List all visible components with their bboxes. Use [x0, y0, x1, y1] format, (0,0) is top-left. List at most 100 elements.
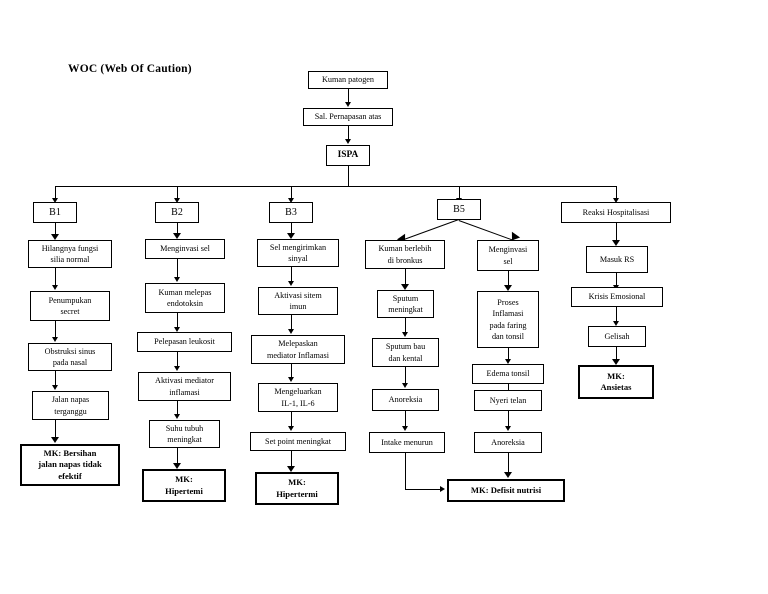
branch-header-b3[interactable]: B3: [269, 202, 313, 223]
node-b1-3[interactable]: Obstruksi sinus pada nasal: [28, 343, 112, 371]
outcome-b1-mk[interactable]: MK: Bersihan jalan napas tidak efektif: [20, 444, 120, 486]
arrowhead-kuman-to-saluran: [344, 102, 351, 107]
arrowhead-b2-5-to-mk: [172, 463, 181, 469]
arrowhead-hosp-2-to-3: [612, 321, 619, 326]
node-b5l-2[interactable]: Sputum meningkat: [377, 290, 434, 318]
node-b5r-3[interactable]: Edema tonsil: [472, 364, 544, 384]
node-b3-3[interactable]: Melepaskan mediator Inflamasi: [251, 335, 345, 364]
connector-b3-to-1: [291, 223, 292, 236]
connector-b5l-4-to-5: [405, 411, 406, 429]
node-b2-3[interactable]: Pelepasan leukosit: [137, 332, 232, 352]
node-b3-2[interactable]: Aktivasi sitem imun: [258, 287, 338, 315]
node-b1-1[interactable]: Hilangnya fungsi silia normal: [28, 240, 112, 268]
connector-hosp-2-to-3: [616, 307, 617, 324]
arrowhead-bus-to-hospitalisasi: [612, 198, 619, 203]
connector-bus-to-b5: [459, 186, 460, 200]
arrowhead-hosp-to-1: [611, 240, 620, 246]
arrowhead-b5l-4-to-5: [401, 426, 408, 431]
arrowhead-b2-4-to-5: [173, 414, 180, 419]
arrowhead-b3-2-to-3: [287, 329, 294, 334]
arrowhead-b1-3-to-4: [51, 385, 58, 390]
node-hosp-1[interactable]: Masuk RS: [586, 246, 648, 273]
connector-b1-2-to-3: [55, 321, 56, 340]
node-b5l-3[interactable]: Sputum bau dan kental: [372, 338, 439, 367]
page-title: WOC (Web Of Caution): [68, 63, 192, 75]
connector-b2-to-1: [177, 223, 178, 236]
node-b5l-5[interactable]: Intake menurun: [369, 432, 445, 453]
arrowhead-b5l-2-to-3: [401, 332, 408, 337]
branch-header-b1[interactable]: B1: [33, 202, 77, 223]
connector-b2-2-to-3: [177, 313, 178, 330]
arrowhead-b3-5-to-mk: [286, 466, 295, 472]
node-hosp-3[interactable]: Gelisah: [588, 326, 646, 347]
node-b3-5[interactable]: Set point meningkat: [250, 432, 346, 451]
arrowhead-bus-to-b1: [51, 198, 58, 203]
arrowhead-b3-3-to-4: [287, 377, 294, 382]
arrowhead-saluran-to-ispa: [344, 139, 351, 144]
connector-b5l-3-to-4: [405, 367, 406, 386]
connector-b3-4-to-5: [291, 412, 292, 429]
arrowhead-b2-to-1: [172, 233, 181, 239]
arrowhead-b5r-4-to-5: [504, 426, 511, 431]
node-b5r-2[interactable]: Proses Inflamasi pada faring dan tonsil: [477, 291, 539, 348]
node-ispa[interactable]: ISPA: [326, 145, 370, 166]
node-b1-4[interactable]: Jalan napas terganggu: [32, 391, 109, 420]
node-b5r-4[interactable]: Nyeri telan: [474, 390, 542, 411]
connector-b5-to-right: [458, 220, 516, 242]
node-hosp-2[interactable]: Krisis Emosional: [571, 287, 663, 307]
node-b3-1[interactable]: Sel mengirimkan sinyal: [257, 239, 339, 267]
node-b1-2[interactable]: Penumpukan secret: [30, 291, 110, 321]
node-b2-2[interactable]: Kuman melepas endotoksin: [145, 283, 225, 313]
connector-b5r-4-to-5: [508, 411, 509, 429]
node-b5r-1[interactable]: Menginvasi sel: [477, 240, 539, 271]
connector-b5l-1-to-2: [405, 269, 406, 287]
arrowhead-b5r-5-to-mk: [503, 472, 512, 478]
connector-b2-3-to-4: [177, 352, 178, 369]
outcome-hosp-mk[interactable]: MK: Ansietas: [578, 365, 654, 399]
branch-header-b2[interactable]: B2: [155, 202, 199, 223]
arrowhead-b5l-1-to-2: [400, 284, 409, 290]
arrowhead-b5r-1-to-2: [503, 285, 512, 291]
node-b5l-1[interactable]: Kuman berlebih di bronkus: [365, 240, 445, 269]
arrowhead-b5l-5-to-mk: [440, 485, 445, 492]
arrowhead-b1-to-1: [50, 234, 59, 240]
node-sal-pernapasan-atas[interactable]: Sal. Pernapasan atas: [303, 108, 393, 126]
connector-b2-5-to-mk: [177, 448, 178, 466]
connector-b5l-2-to-3: [405, 318, 406, 335]
outcome-b2-mk[interactable]: MK: Hipertemi: [142, 469, 226, 502]
connector-kuman-to-saluran: [348, 89, 349, 104]
node-b2-5[interactable]: Suhu tubuh meningkat: [149, 420, 220, 448]
arrowhead-hosp-3-to-mk: [611, 359, 620, 365]
connector-b3-5-to-mk: [291, 451, 292, 469]
connector-b1-4-to-mk: [55, 420, 56, 440]
arrowhead-b1-4-to-mk: [50, 437, 59, 443]
node-b2-1[interactable]: Menginvasi sel: [145, 239, 225, 259]
branch-header-b5[interactable]: B5: [437, 199, 481, 220]
connector-b1-to-1: [55, 223, 56, 236]
connector-b3-3-to-4: [291, 364, 292, 380]
arrowhead-b1-1-to-2: [51, 285, 58, 290]
node-b3-4[interactable]: Mengeluarkan IL-1, IL-6: [258, 383, 338, 412]
branch-header-hospitalisasi[interactable]: Reaksi Hospitalisasi: [561, 202, 671, 223]
connector-hosp-3-to-mk: [616, 347, 617, 362]
arrowhead-b5r-2-to-3: [504, 359, 511, 364]
arrowhead-bus-to-b2: [173, 198, 180, 203]
connector-bus-to-b2: [177, 186, 178, 200]
connector-b3-1-to-2: [291, 267, 292, 284]
connector-b5r-1-to-2: [508, 271, 509, 288]
connector-b5r-2-to-3: [508, 348, 509, 361]
node-b5r-5[interactable]: Anoreksia: [474, 432, 542, 453]
node-b5l-4[interactable]: Anoreksia: [372, 389, 439, 411]
outcome-b5-mk[interactable]: MK: Defisit nutrisi: [447, 479, 565, 502]
connector-bus-to-b1: [55, 186, 56, 200]
connector-hosp-to-1: [616, 223, 617, 243]
connector-b5r-5-to-mk: [508, 453, 509, 475]
arrowhead-b3-to-1: [286, 233, 295, 239]
connector-b5l-5-to-mk-vertical: [405, 453, 406, 489]
arrowhead-b2-1-to-2: [173, 277, 180, 282]
connector-b1-3-to-4: [55, 371, 56, 388]
node-kuman-patogen[interactable]: Kuman patogen: [308, 71, 388, 89]
node-b2-4[interactable]: Aktivasi mediator inflamasi: [138, 372, 231, 401]
outcome-b3-mk[interactable]: MK: Hipertermi: [255, 472, 339, 505]
